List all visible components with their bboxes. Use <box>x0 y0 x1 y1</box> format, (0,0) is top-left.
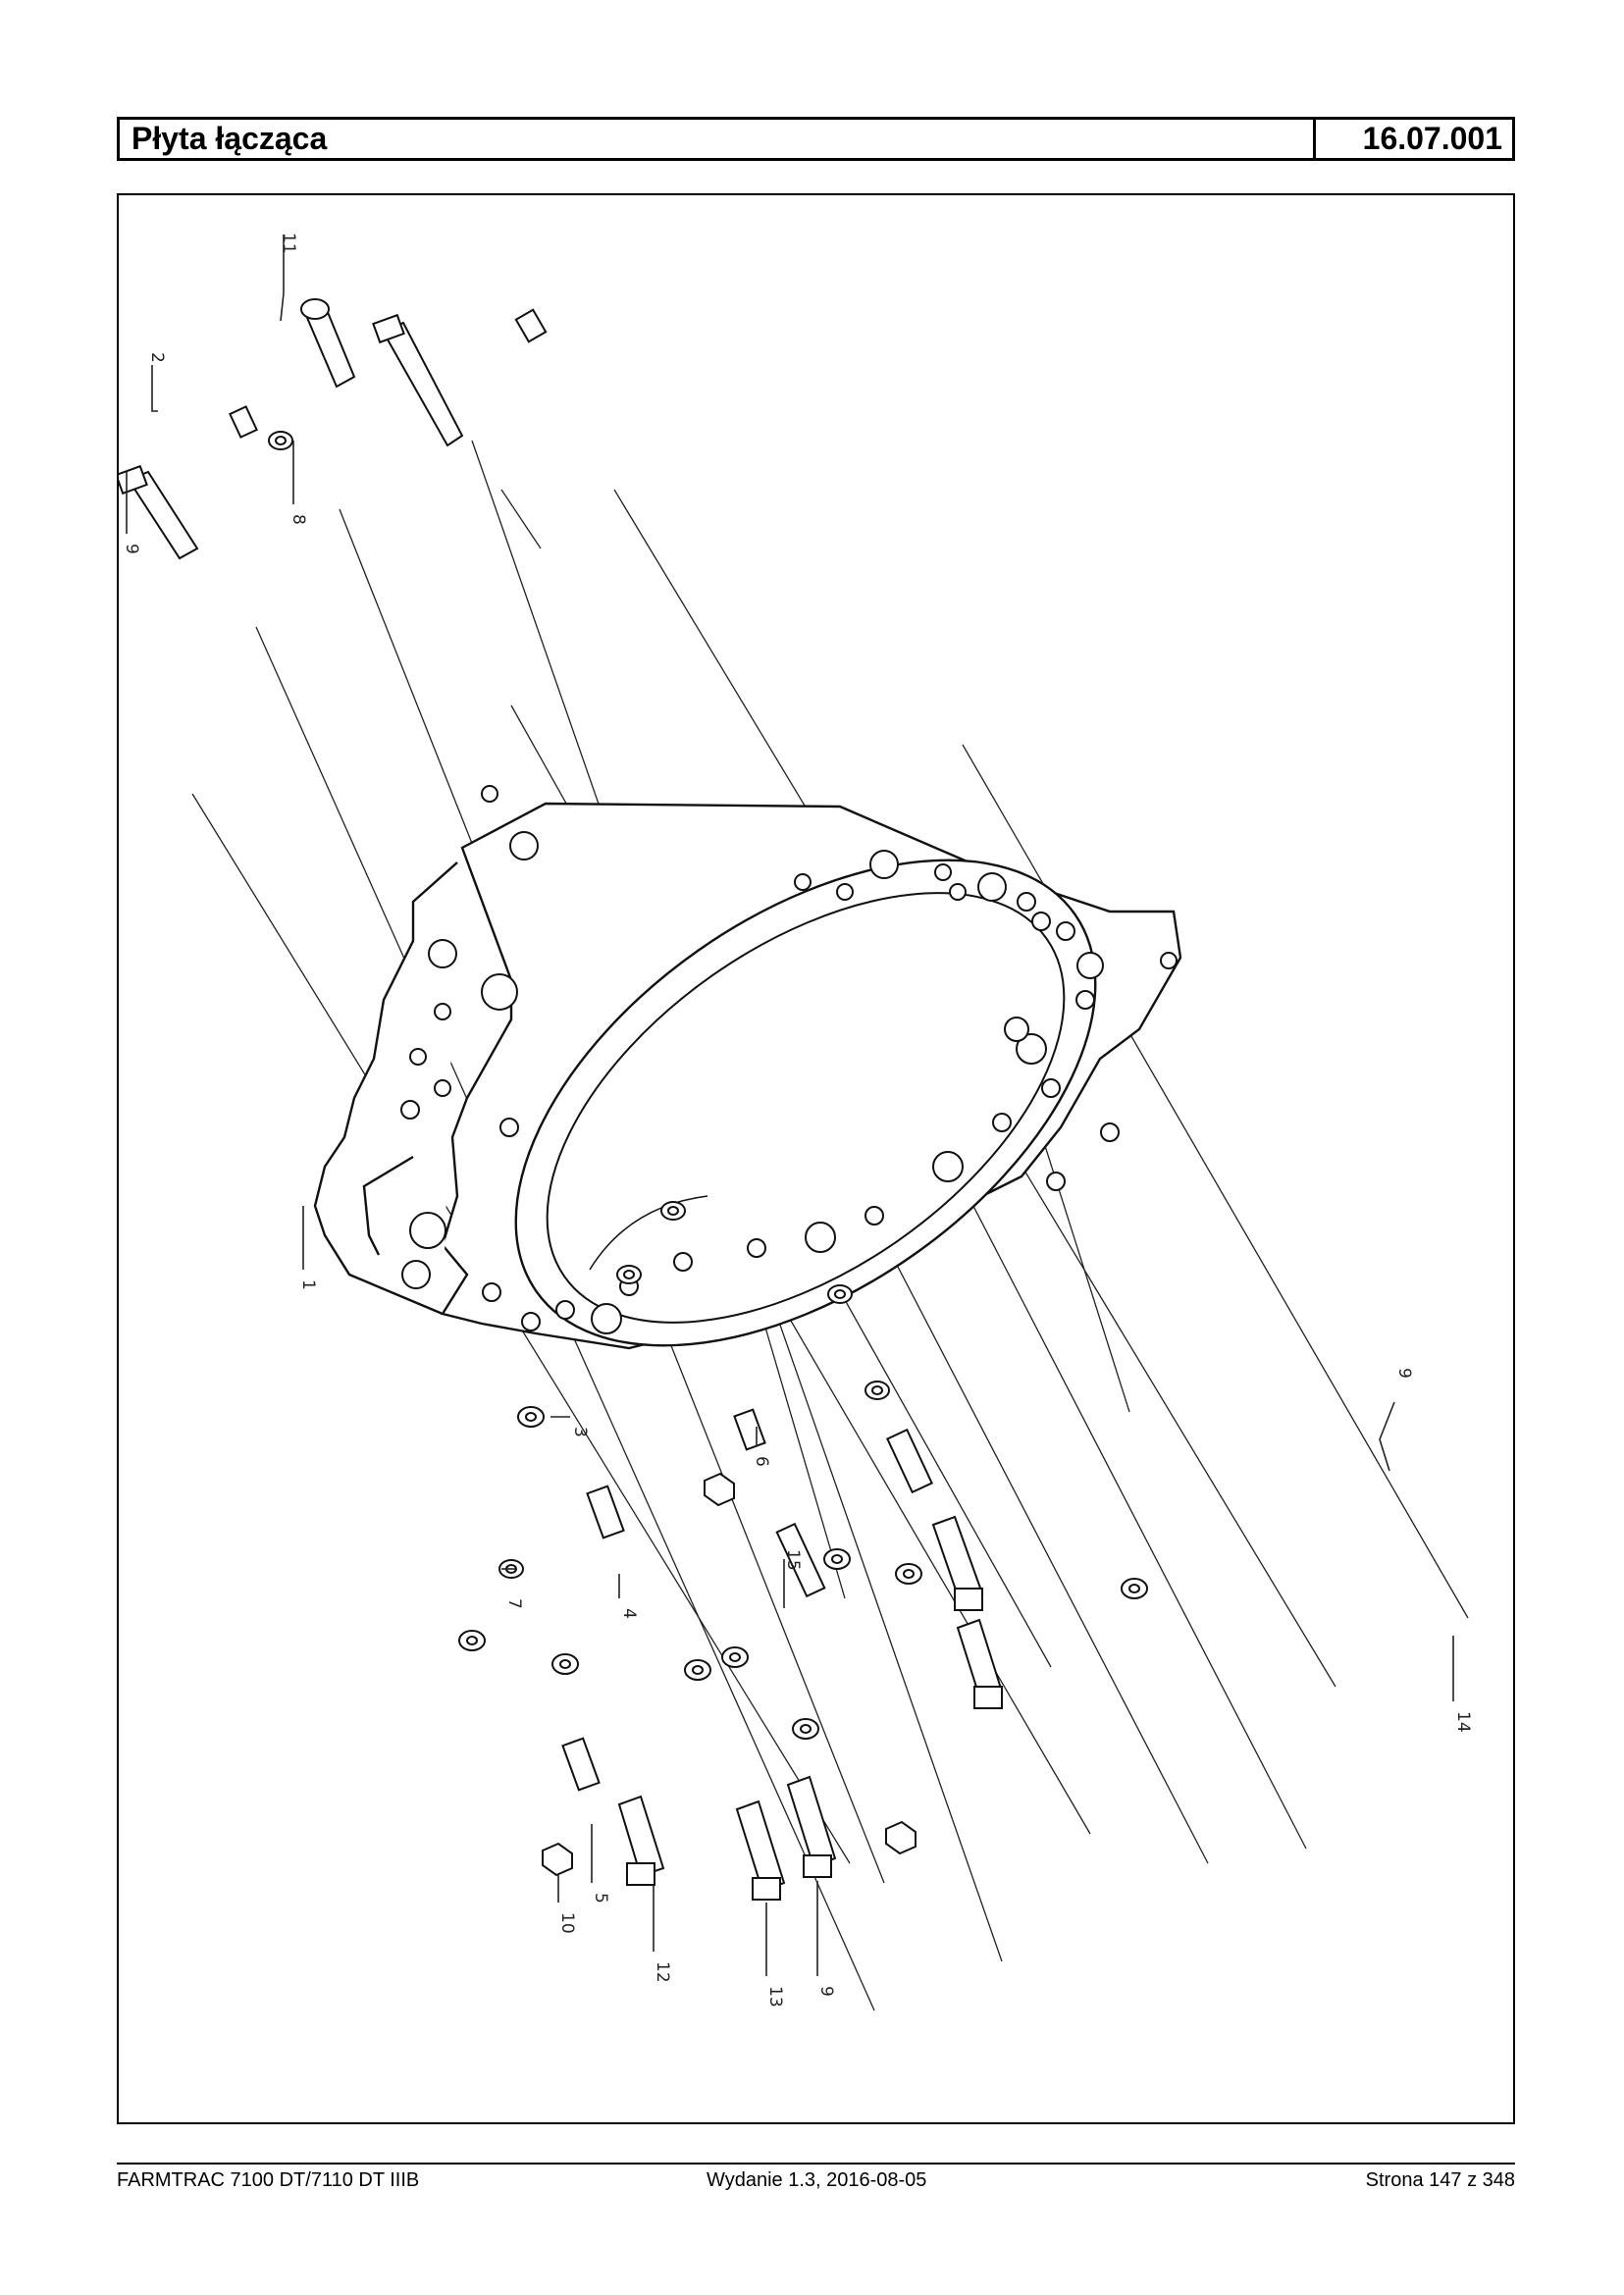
fasteners <box>119 298 1148 1901</box>
diagram-frame: 11 2 8 9 1 3 6 9 15 7 4 14 10 5 12 13 9 <box>117 193 1515 2124</box>
header-bar: Płyta łącząca 16.07.001 <box>117 117 1515 161</box>
callout-label: 6 <box>752 1456 771 1467</box>
callout-label: 9 <box>816 1986 836 1997</box>
callout-label: 2 <box>147 352 167 363</box>
connecting-plate <box>313 802 1182 1350</box>
callout-label: 15 <box>783 1549 803 1571</box>
footer-divider <box>117 2163 1515 2165</box>
callout-label: 1 <box>298 1279 318 1290</box>
callout-label: 9 <box>1394 1368 1414 1379</box>
callout-label: 13 <box>765 1986 785 2008</box>
callout-label: 7 <box>504 1598 524 1609</box>
section-code: 16.07.001 <box>1362 121 1502 156</box>
footer-edition: Wydanie 1.3, 2016-08-05 <box>707 2169 927 2191</box>
callout-label: 10 <box>557 1912 577 1934</box>
page-title: Płyta łącząca <box>120 120 1316 158</box>
callout-label: 5 <box>591 1893 610 1904</box>
callout-leaders <box>126 235 1454 1976</box>
footer-page-number: Strona 147 z 348 <box>1365 2169 1515 2191</box>
callout-label: 14 <box>1453 1711 1473 1733</box>
callout-label: 8 <box>288 514 308 525</box>
footer-model: FARMTRAC 7100 DT/7110 DT IIIB <box>117 2169 420 2191</box>
exploded-view-diagram: 11 2 8 9 1 3 6 9 15 7 4 14 10 5 12 13 9 <box>119 233 1473 2011</box>
callout-label: 11 <box>279 233 298 254</box>
callout-label: 3 <box>570 1427 590 1437</box>
callout-label: 12 <box>653 1961 672 1983</box>
callout-labels: 11 2 8 9 1 3 6 9 15 7 4 14 10 5 12 13 9 <box>122 233 1473 2008</box>
plate-holes <box>400 785 1178 1334</box>
callout-label: 9 <box>122 544 141 554</box>
callout-label: 4 <box>619 1608 639 1619</box>
